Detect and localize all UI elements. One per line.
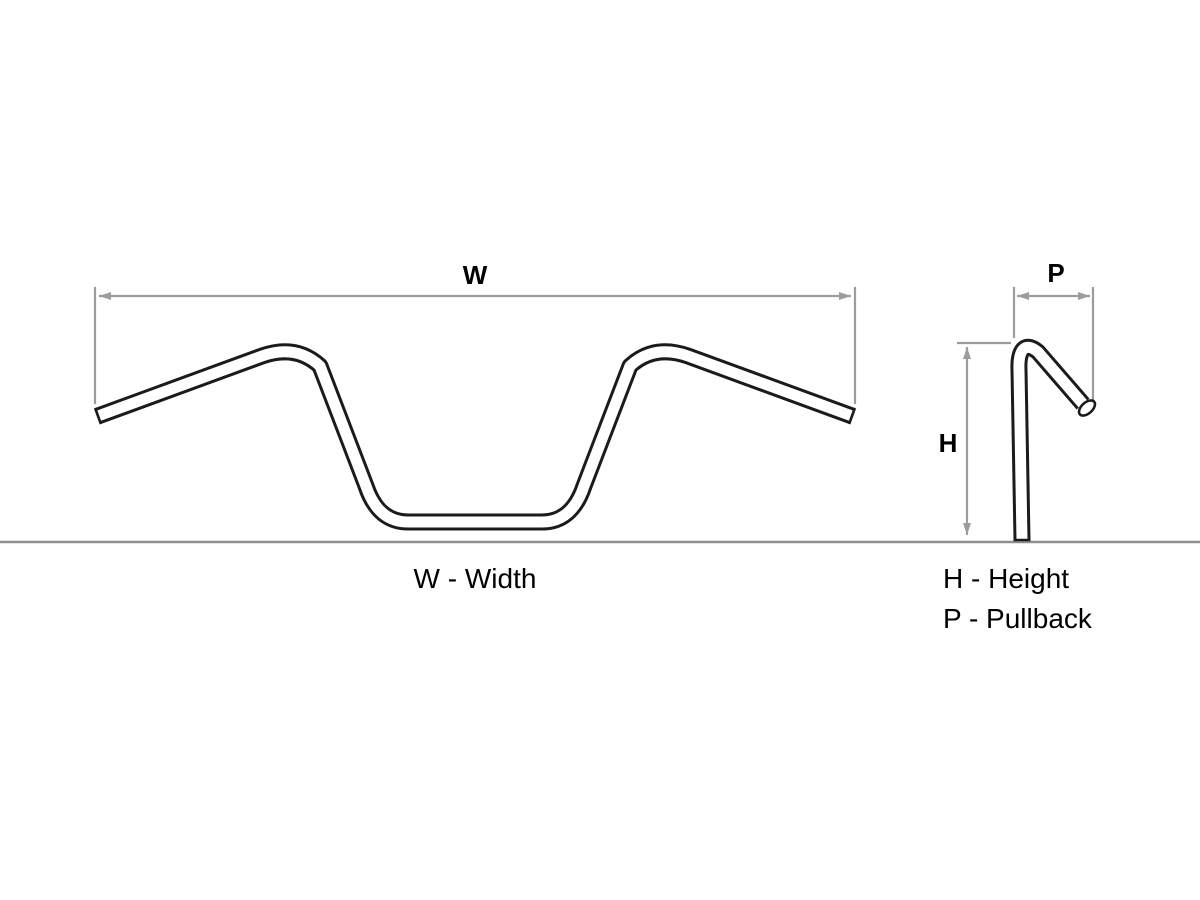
- handlebar-tube-interior: [96, 342, 1088, 541]
- dimension-lines: [93, 287, 1095, 535]
- width-caption: W - Width: [414, 563, 537, 594]
- tube-end-caps: [93, 399, 1097, 542]
- handlebar-side-view: [1010, 339, 1090, 541]
- pullback-caption: P - Pullback: [943, 603, 1093, 634]
- width-letter-label: W: [463, 260, 488, 290]
- handlebar-front-view-interior: [96, 346, 854, 528]
- side-tube-open-end-cap: [1077, 399, 1097, 417]
- height-caption: H - Height: [943, 563, 1069, 594]
- diagram-labels: W P H W - Width H - Height P - Pullback: [414, 258, 1093, 634]
- handlebar-side-view-interior: [1013, 342, 1088, 541]
- handlebar-tube-outline: [95, 339, 1090, 541]
- pullback-letter-label: P: [1047, 258, 1064, 288]
- height-letter-label: H: [939, 428, 958, 458]
- front-tube-left-end-cap: [93, 407, 103, 425]
- front-tube-right-end-cap: [847, 407, 857, 425]
